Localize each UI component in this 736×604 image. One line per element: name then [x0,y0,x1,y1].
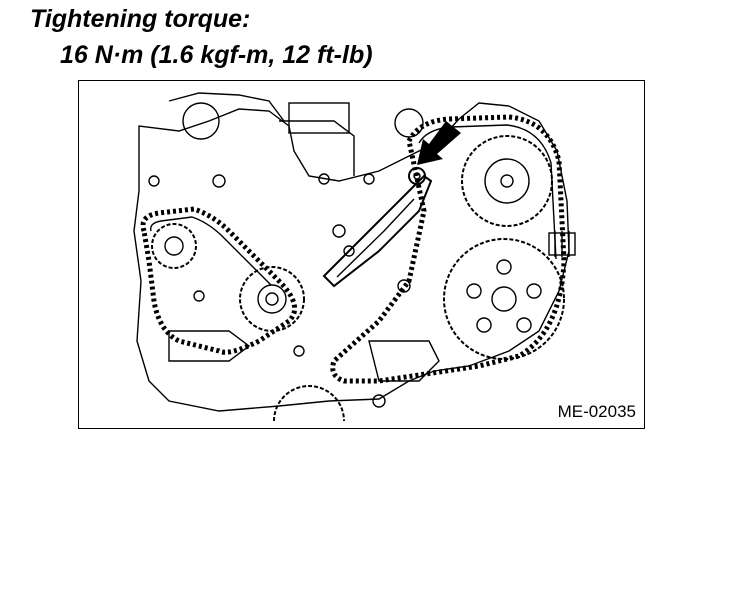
left-sprocket [151,223,197,269]
large-sprocket [443,238,565,360]
bolt [332,224,346,238]
bolt [318,173,330,185]
bolt [397,279,411,293]
camshaft-sprocket-upper [461,135,553,227]
bottom-sprocket [273,385,345,422]
bolt [212,174,226,188]
large-sprocket-hole [466,283,482,299]
bolt [148,175,160,187]
idler-sprocket-center-bolt [265,292,279,306]
camshaft-sprocket-upper-hub [484,158,530,204]
arrow-down-left-icon [417,121,461,165]
large-sprocket-hole [496,259,512,275]
bolt [193,290,205,302]
engine-timing-chain-diagram: ME-02035 [78,80,645,429]
large-sprocket-hub [491,286,517,312]
guide-bolt-center [413,172,421,180]
lower-guide [168,330,251,362]
housing-outline [133,102,570,412]
left-timing-chain [140,206,298,355]
idler-sprocket-center-hub [257,284,287,314]
lower-right-guide [368,340,440,382]
torque-value: 16 N·m (1.6 kgf-m, 12 ft-lb) [60,41,373,69]
left-timing-chain-inner [150,216,272,286]
idler-sprocket-center [239,266,305,332]
right-timing-chain-inner [418,124,557,260]
torque-heading: Tightening torque: [30,5,251,33]
chain-guide-inner [336,198,415,278]
left-sprocket-hub [164,236,184,256]
large-sprocket-hole [526,283,542,299]
timing-chain-drawing [133,92,576,422]
camshaft-sprocket-upper-bolt [500,174,514,188]
large-sprocket-hole [516,317,532,333]
large-sprocket-hole [476,317,492,333]
chain-guide [322,174,433,288]
housing-block [288,102,350,134]
housing-boss [394,108,424,138]
right-timing-chain [330,114,567,384]
housing-detail [168,92,285,122]
bolt [293,345,305,357]
bolt [363,173,375,185]
bolt [372,394,386,408]
housing-detail [279,120,355,176]
housing-boss [182,102,220,140]
guide-bolt [408,167,426,185]
figure-code: ME-02035 [557,402,636,421]
bolt [343,245,355,257]
